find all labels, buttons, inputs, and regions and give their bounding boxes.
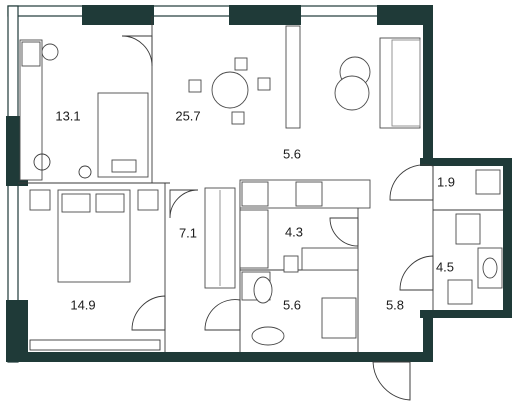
furniture-living-room: [188, 25, 421, 129]
room-area-label: 13.1: [55, 108, 80, 123]
door-bedroom-small: [121, 35, 153, 67]
room-area-label: 5.6: [283, 297, 301, 312]
room-area-label: 7.1: [179, 225, 197, 240]
area-labels: 13.1 25.7 5.6 1.9 7.1 4.3 4.5 14.9 5.6 5…: [55, 108, 455, 312]
door-storage: [169, 189, 199, 219]
door-wc: [389, 164, 434, 201]
room-area-label: 4.3: [285, 224, 303, 239]
door-bathroom: [204, 299, 241, 331]
furniture-bathrooms: [241, 169, 503, 346]
room-area-label: 1.9: [437, 174, 455, 189]
furniture-bedroom-small: [19, 39, 149, 181]
room-area-label: 4.5: [436, 259, 454, 274]
furniture-bedroom-large: [29, 189, 159, 283]
room-area-label: 14.9: [70, 297, 95, 312]
room-area-label: 25.7: [175, 108, 200, 123]
door-bedroom-large: [131, 295, 166, 331]
door-entry: [372, 361, 411, 401]
room-area-label: 5.8: [386, 297, 404, 312]
door-kitchen: [329, 217, 359, 247]
outer-walls: [6, 5, 512, 363]
doors: [121, 35, 434, 401]
room-area-label: 5.6: [283, 146, 301, 161]
door-bath-small: [399, 255, 434, 291]
furniture-storage: [204, 187, 236, 289]
furniture-kitchen: [239, 179, 371, 273]
